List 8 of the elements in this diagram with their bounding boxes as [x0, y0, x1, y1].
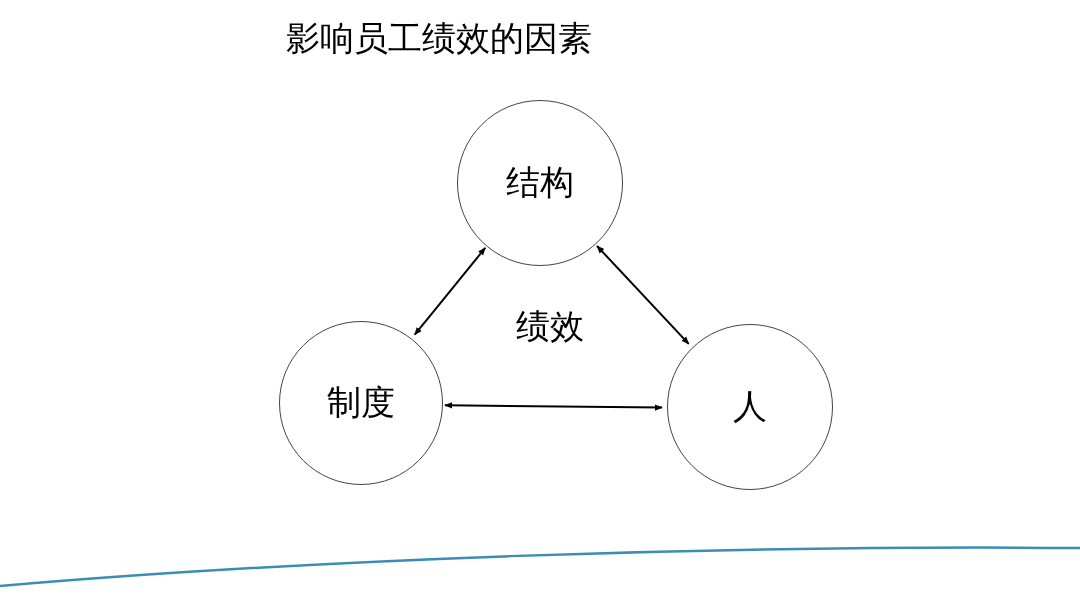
arrow	[413, 247, 487, 336]
center-label: 绩效	[516, 305, 584, 348]
title: 影响员工绩效的因素	[286, 17, 592, 60]
node-label: 制度	[327, 381, 395, 424]
arrow	[596, 245, 690, 345]
node-label: 结构	[506, 161, 574, 204]
node-label: 人	[733, 385, 767, 428]
arrow	[444, 402, 663, 411]
